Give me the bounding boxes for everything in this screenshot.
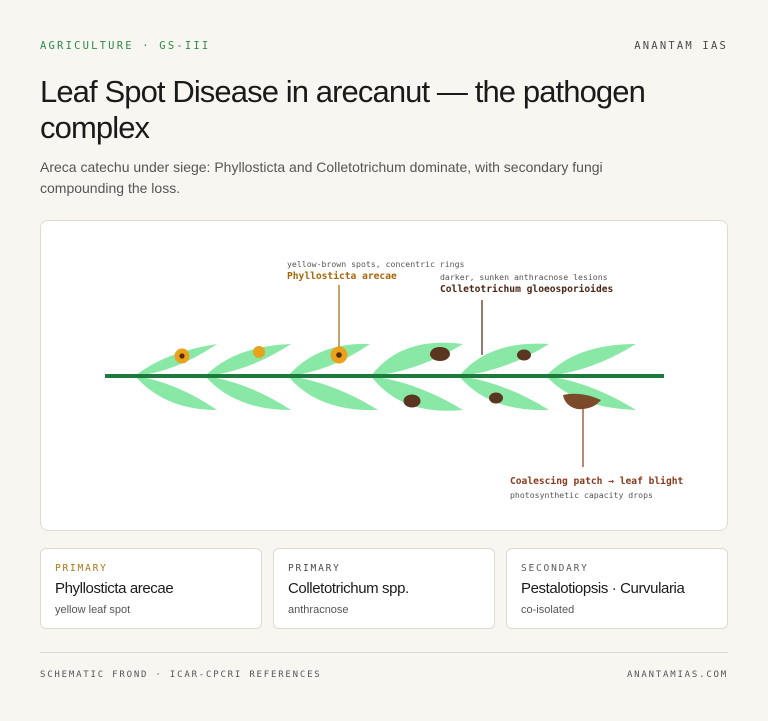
annotation-blight-note: photosynthetic capacity drops (510, 490, 653, 500)
footer-source: SCHEMATIC FROND · ICAR-CPCRI REFERENCES (40, 670, 322, 680)
leaflet-upper-6 (546, 344, 636, 376)
blight-patch (563, 393, 601, 410)
card-kind: PRIMARY (288, 563, 341, 574)
card-kind: SECONDARY (521, 563, 589, 574)
yellow-spot-core-1 (179, 353, 185, 359)
leaflet-lower-2 (205, 376, 291, 410)
card-desc: anthracnose (288, 604, 349, 616)
yellow-spot-2 (253, 346, 265, 358)
leaflet-lower-3 (288, 376, 378, 411)
annotation-colletotrichum: darker, sunken anthracnose lesions Colle… (440, 272, 613, 296)
page-title: Leaf Spot Disease in arecanut — the path… (40, 74, 646, 145)
footer: SCHEMATIC FROND · ICAR-CPCRI REFERENCES … (40, 670, 728, 680)
card-name: Colletotrichum spp. (288, 580, 409, 597)
leaflet-lower-4 (371, 376, 463, 411)
annotation-phyllosticta-note: yellow-brown spots, concentric rings (287, 259, 465, 269)
page-subtitle: Areca catechu under siege: Phyllosticta … (40, 159, 603, 196)
annotation-phyllosticta: yellow-brown spots, concentric rings Phy… (287, 259, 464, 283)
leaflet-upper-5 (459, 343, 549, 376)
annotation-phyllosticta-label: Phyllosticta arecae (287, 271, 397, 282)
pathogen-card-secondary: SECONDARY Pestalotiopsis · Curvularia co… (506, 548, 728, 629)
card-kind: PRIMARY (55, 563, 108, 574)
frond-diagram-panel: yellow-brown spots, concentric rings Phy… (40, 220, 728, 531)
pathogen-cards: PRIMARY Phyllosticta arecae yellow leaf … (40, 548, 728, 629)
pathogen-card-phyllosticta: PRIMARY Phyllosticta arecae yellow leaf … (40, 548, 262, 629)
dark-lesion-4 (489, 392, 503, 404)
leaflet-lower-5 (459, 376, 549, 411)
dark-lesion-1 (430, 347, 450, 361)
footer-site: ANANTAMIAS.COM (626, 670, 728, 680)
card-desc: yellow leaf spot (55, 604, 131, 616)
annotation-colletotrichum-note: darker, sunken anthracnose lesions (440, 272, 608, 282)
leaflet-upper-4 (371, 342, 463, 376)
pathogen-card-colletotrichum: PRIMARY Colletotrichum spp. anthracnose (273, 548, 495, 629)
frond-diagram (105, 285, 664, 467)
card-name: Phyllosticta arecae (55, 580, 174, 597)
dark-lesion-3 (403, 394, 421, 408)
top-bar: AGRICULTURE · GS-III ANANTAM IAS (40, 40, 728, 52)
leaflet-upper-3 (288, 343, 370, 376)
card-name: Pestalotiopsis · Curvularia (521, 580, 685, 597)
leaflet-lower-6 (546, 376, 636, 410)
annotation-blight-label: Coalescing patch → leaf blight (510, 476, 684, 487)
leaflet-upper-2 (205, 344, 291, 376)
annotation-colletotrichum-label: Colletotrichum gloeosporioides (440, 284, 614, 295)
footer-divider (40, 652, 728, 653)
leaflet-lower-1 (135, 376, 217, 410)
brand-name: ANANTAM IAS (634, 40, 728, 52)
card-desc: co-isolated (521, 604, 575, 616)
subject-tag: AGRICULTURE · GS-III (40, 40, 211, 52)
yellow-spot-core-3 (336, 352, 342, 358)
dark-lesion-2 (517, 349, 531, 361)
annotation-blight: Coalescing patch → leaf blight photosynt… (510, 475, 683, 501)
